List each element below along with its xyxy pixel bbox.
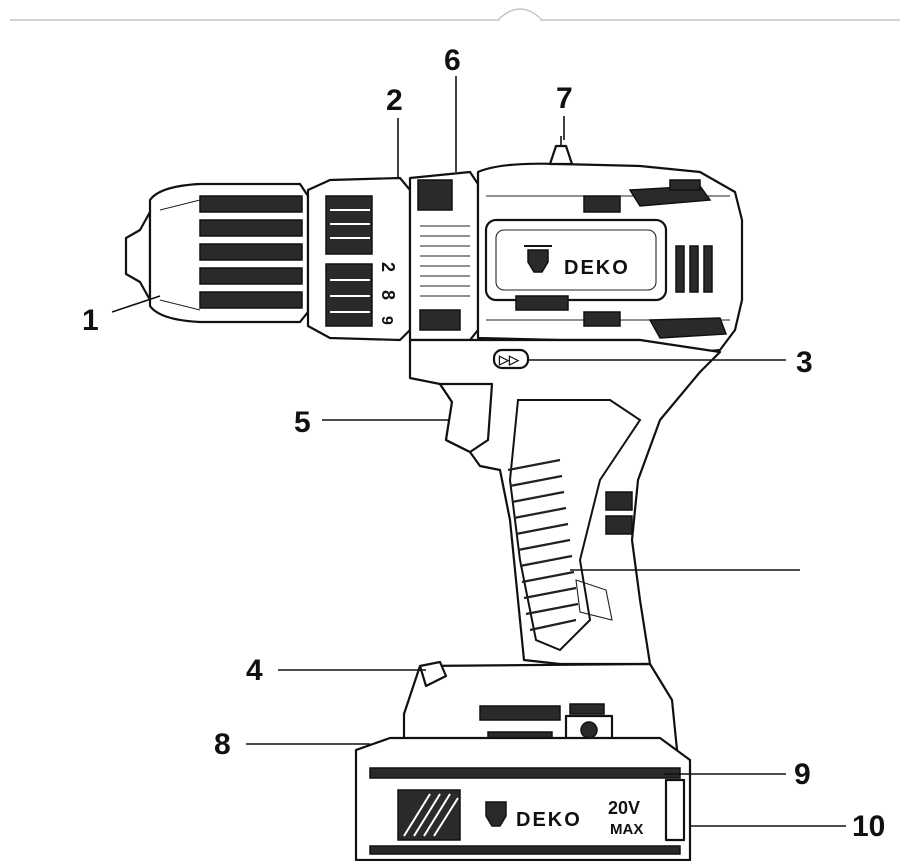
callout-1: 1 xyxy=(82,304,99,337)
callout-6: 6 xyxy=(444,44,461,77)
torque-mark-1: 2 xyxy=(378,262,398,272)
battery-pack: DEKO 20V MAX xyxy=(354,736,692,861)
trigger xyxy=(438,382,494,454)
callout-3: 3 xyxy=(796,346,813,379)
tool-logo-emblem xyxy=(524,245,552,273)
handle: ▷▷ xyxy=(408,338,722,666)
callout-4: 4 xyxy=(246,654,263,687)
battery-top-ribs xyxy=(369,767,681,855)
battery-logo-emblem xyxy=(485,801,507,827)
callout-8: 8 xyxy=(214,728,231,761)
torque-collar: 2 8 9 xyxy=(306,176,412,342)
drill-illustration: 2 8 9 xyxy=(124,136,744,861)
tool-logo-text: DEKO xyxy=(564,257,630,279)
callout-5: 5 xyxy=(294,406,311,439)
battery-logo-text: DEKO xyxy=(516,809,582,831)
torque-mark-2: 8 xyxy=(378,290,398,300)
grip-texture xyxy=(507,458,579,632)
gear-selector-ring xyxy=(408,170,480,342)
motor-housing: DEKO xyxy=(476,162,744,354)
callouts: 1 2 6 7 3 5 4 8 9 10 xyxy=(82,44,885,843)
direction-mark: ▷▷ xyxy=(498,352,520,367)
callout-2: 2 xyxy=(386,84,403,117)
motor-vents xyxy=(675,245,713,293)
battery-voltage-top: 20V xyxy=(608,798,640,818)
direction-switch: ▷▷ xyxy=(492,348,530,370)
chuck xyxy=(124,182,310,324)
torque-mark-3: 9 xyxy=(378,316,395,325)
battery-voltage-bottom: MAX xyxy=(610,821,643,838)
callout-10: 10 xyxy=(852,810,885,843)
page-header-rule xyxy=(10,8,900,21)
top-light-pin xyxy=(548,136,574,166)
callout-7: 7 xyxy=(556,82,573,115)
top-vents xyxy=(515,179,728,339)
callout-9: 9 xyxy=(794,758,811,791)
